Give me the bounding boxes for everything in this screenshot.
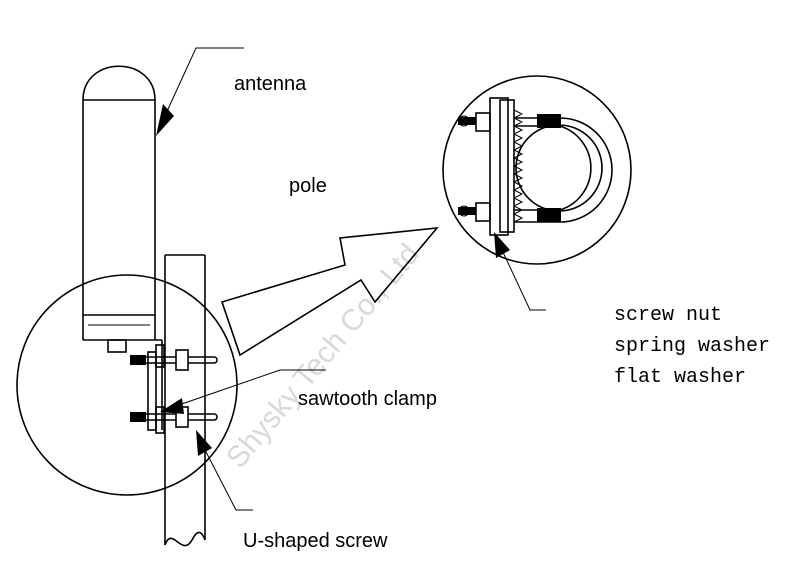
label-screw-nut: screw nut	[614, 304, 722, 327]
label-flat-washer: flat washer	[614, 366, 746, 389]
label-spring-washer: spring washer	[614, 335, 770, 358]
detail-circle-left	[16, 274, 238, 496]
leader-u-shaped-screw	[196, 430, 253, 511]
detail-circle-right	[442, 75, 632, 265]
label-u-shaped-screw: U-shaped screw	[243, 530, 388, 552]
leader-antenna	[156, 47, 244, 136]
watermark-text: Shysky Tech Co., Ltd	[220, 238, 426, 475]
pole	[164, 254, 206, 547]
u-shaped-screw-upper	[130, 349, 218, 371]
label-pole: pole	[289, 175, 327, 197]
leader-sawtooth-clamp	[160, 369, 326, 414]
label-sawtooth-clamp: sawtooth clamp	[298, 388, 437, 410]
leader-hardware-detail	[494, 232, 546, 311]
label-antenna: antenna	[234, 73, 307, 95]
antenna-body	[82, 65, 163, 430]
magnify-arrow	[220, 227, 439, 357]
